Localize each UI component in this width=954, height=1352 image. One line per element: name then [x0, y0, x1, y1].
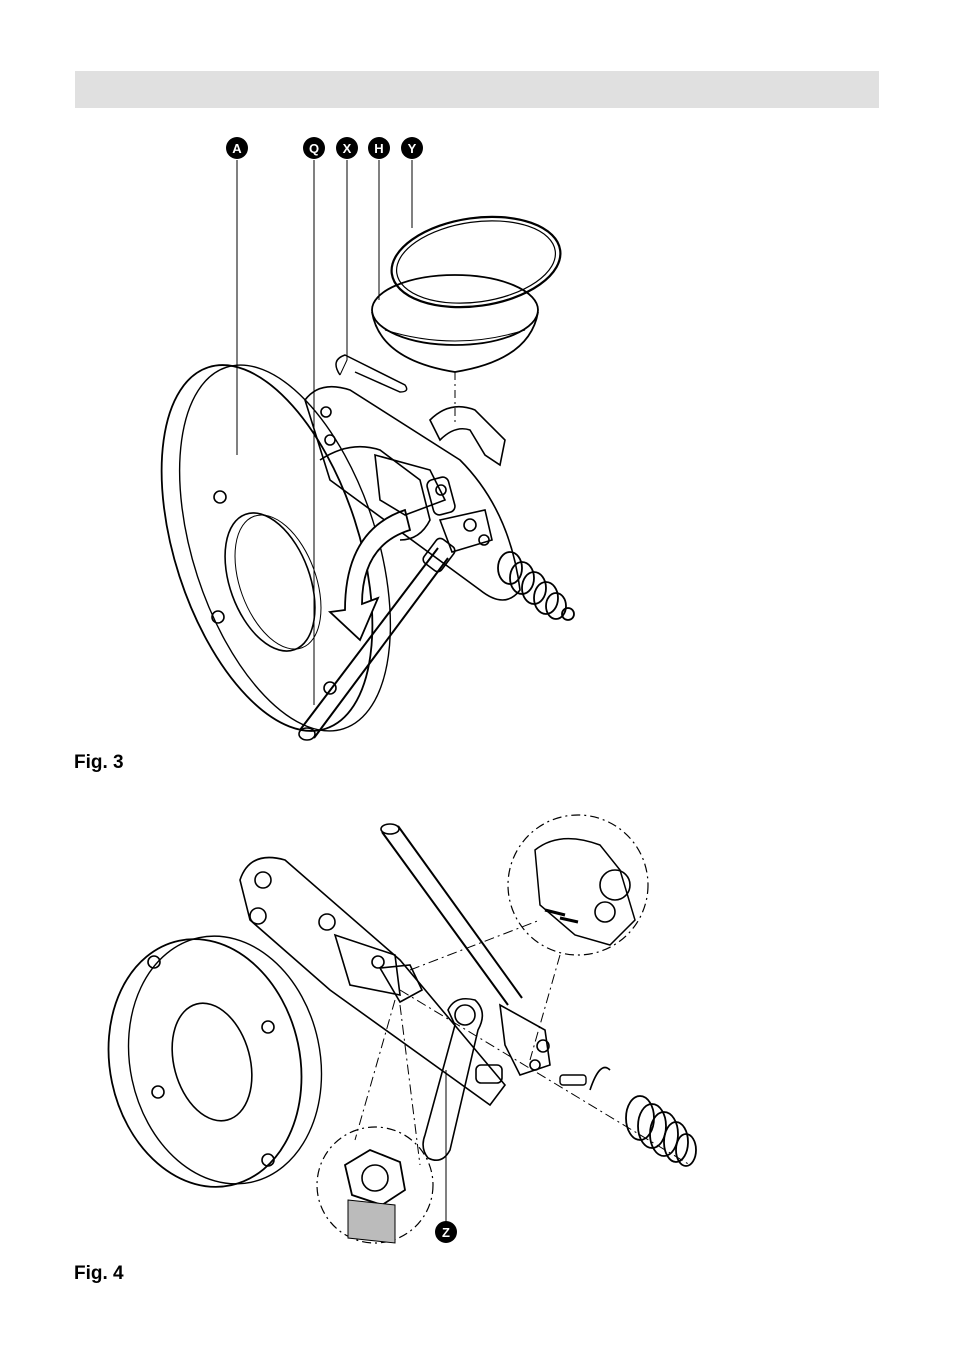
- figure-3-caption: Fig. 3: [74, 752, 124, 774]
- marker-x: X: [343, 141, 352, 156]
- figure-4-caption: Fig. 4: [74, 1263, 124, 1285]
- marker-q: Q: [309, 141, 319, 156]
- marker-h: H: [374, 141, 383, 156]
- marker-a: A: [232, 141, 242, 156]
- marker-y: Y: [408, 141, 417, 156]
- figure-3-drawing: A Q X H Y: [0, 125, 954, 750]
- marker-z: Z: [442, 1225, 450, 1240]
- header-bar: [75, 71, 879, 108]
- figure-4-drawing: Z: [0, 800, 954, 1260]
